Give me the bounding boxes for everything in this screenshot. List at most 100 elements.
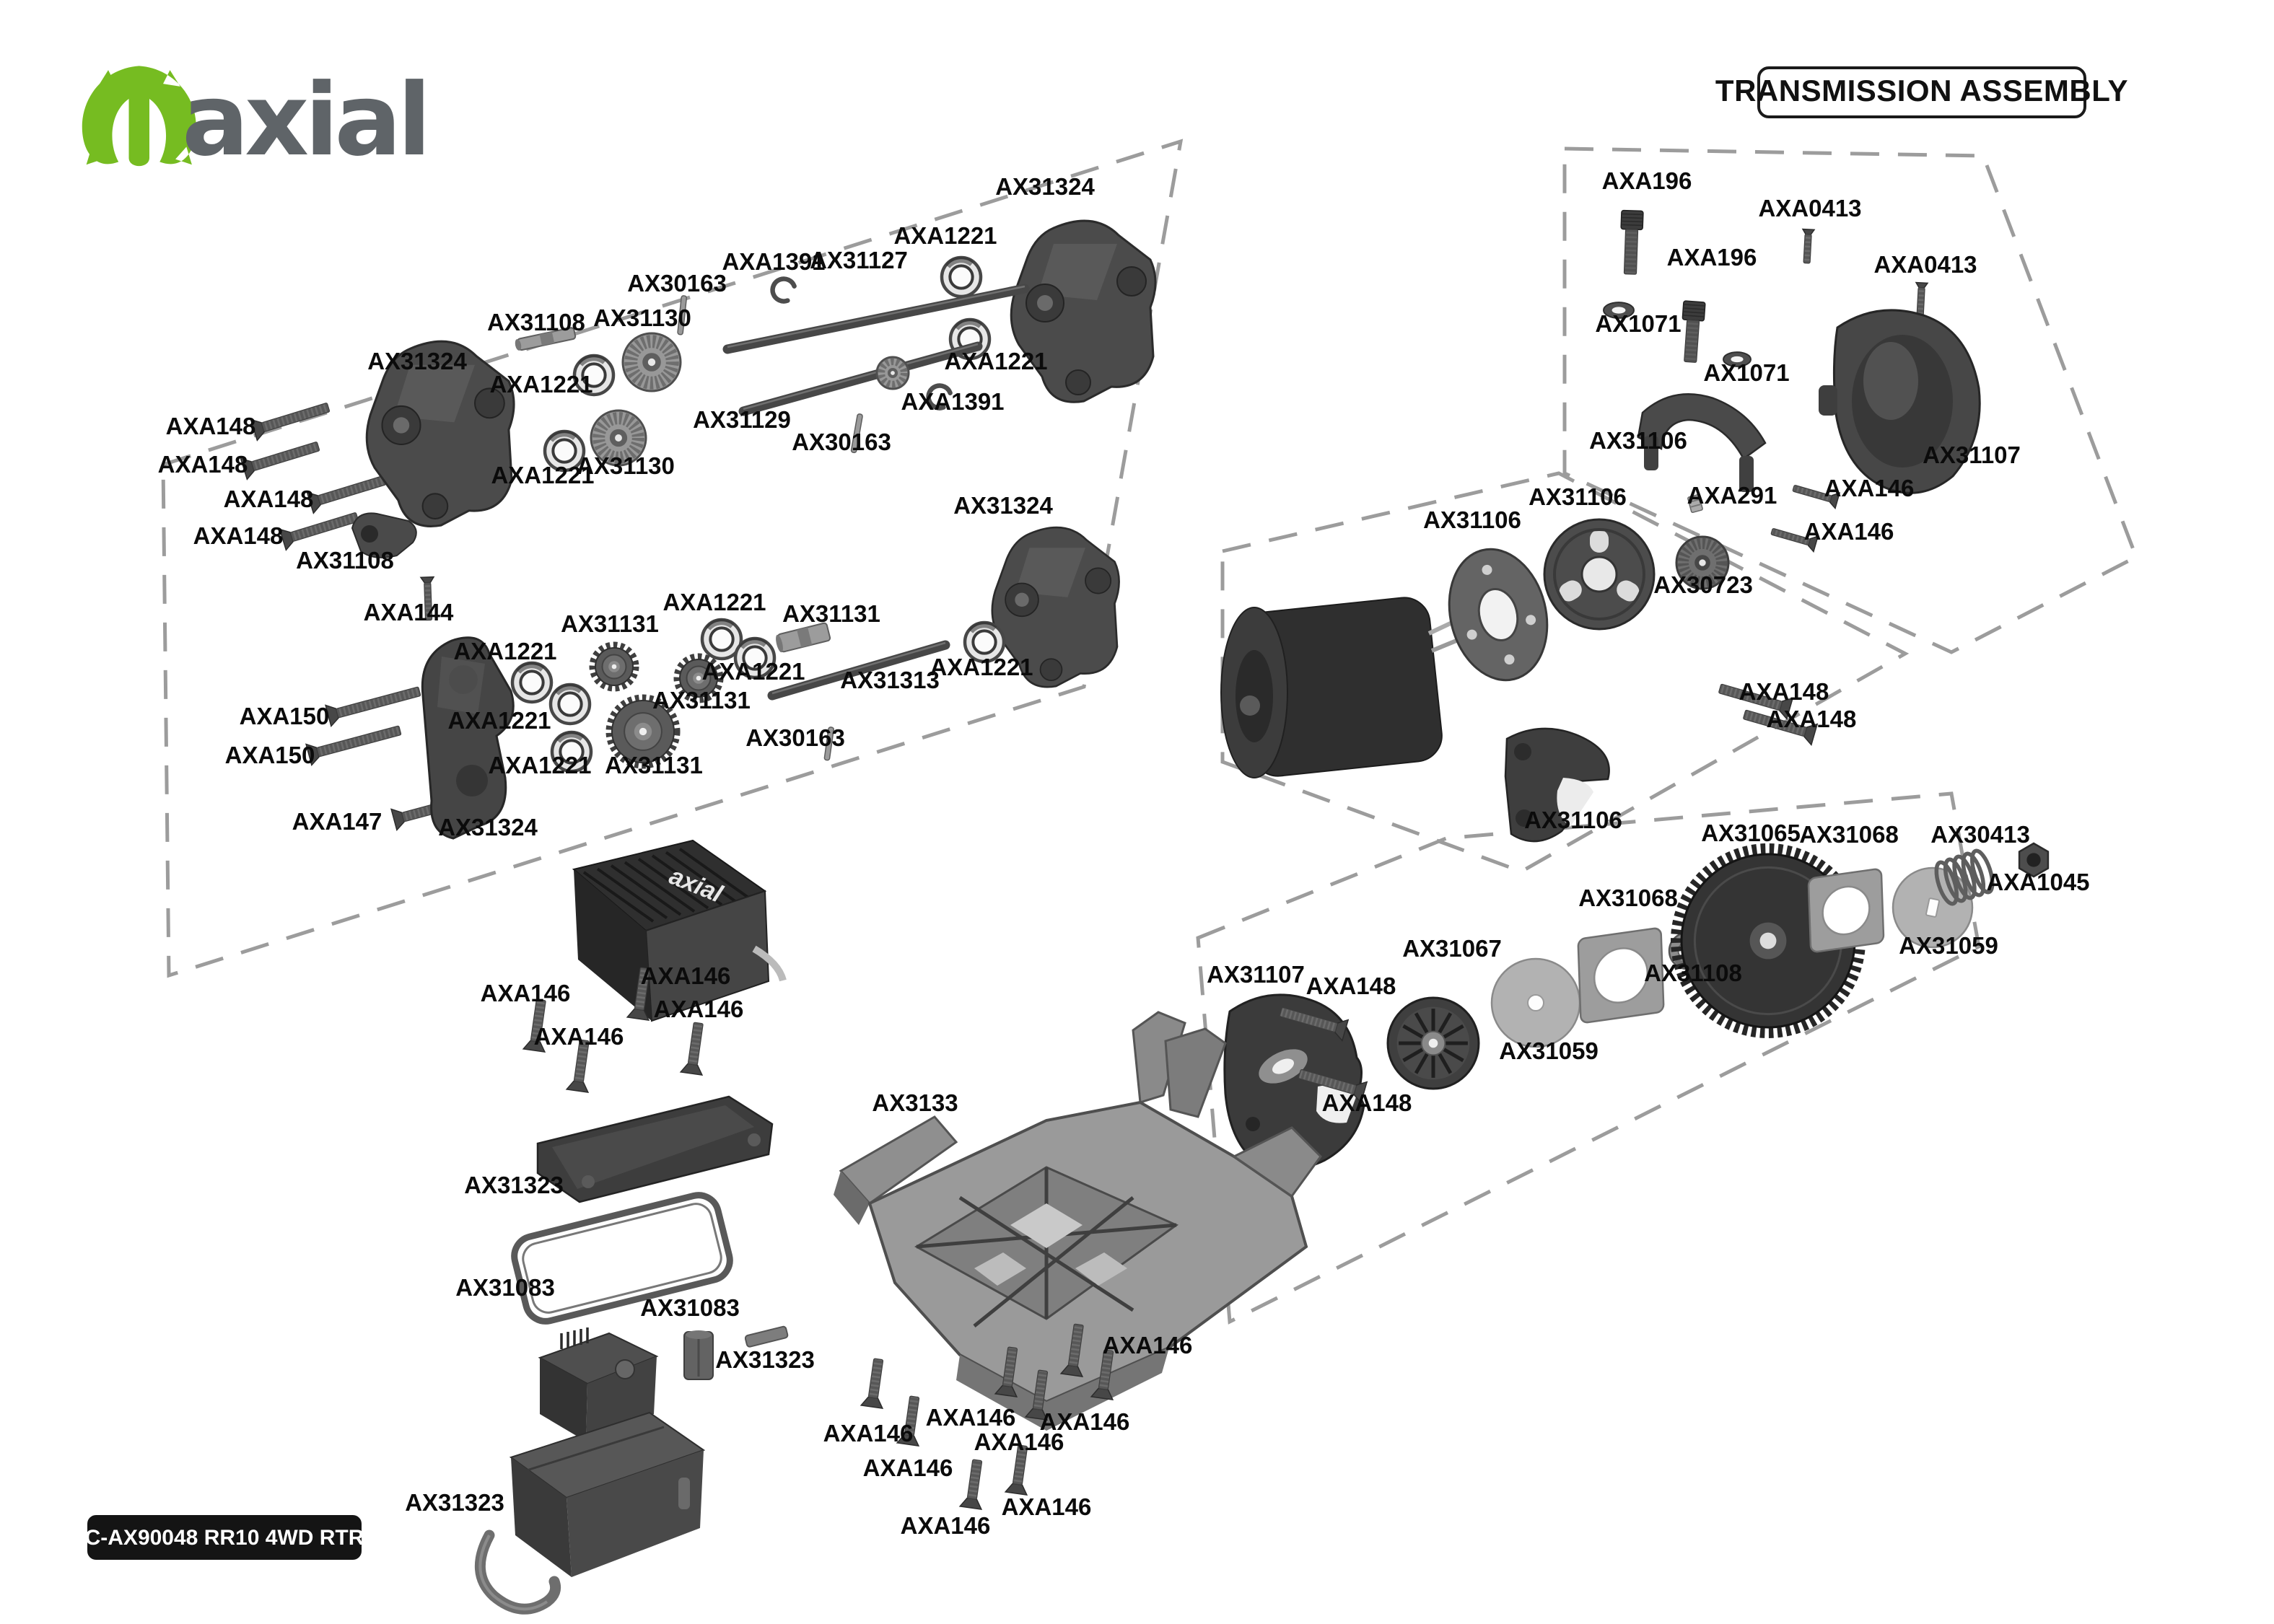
- part-AX31083: [511, 1192, 733, 1325]
- part-AX31106: [1504, 727, 1610, 843]
- part-label-AXA148: AXA148: [166, 413, 256, 439]
- part-AXA146: [626, 967, 650, 1022]
- part-AXA146: [565, 1039, 590, 1094]
- part-label-AXA146: AXA146: [926, 1404, 1016, 1431]
- part-AXA146: [958, 1459, 983, 1511]
- part-AXA148: [250, 403, 331, 442]
- part-label-AX31067: AX31067: [1402, 935, 1502, 962]
- part-label-AXA1221: AXA1221: [893, 222, 997, 249]
- part-AXA1221: [700, 618, 743, 661]
- part-label-AXA146: AXA146: [641, 962, 731, 989]
- part-label-AXA146: AXA146: [863, 1454, 953, 1481]
- part-AX31106: [1448, 548, 1549, 682]
- part-label-AX31107: AX31107: [1207, 961, 1305, 988]
- part-label-AX31131: AX31131: [782, 600, 880, 627]
- part-AX1071: [1603, 302, 1635, 319]
- part-label-AXA1221: AXA1221: [491, 462, 594, 488]
- part-label-AXA1221: AXA1221: [662, 589, 766, 615]
- part-AX31323: [475, 1529, 561, 1615]
- part-esc: axial: [572, 839, 787, 1022]
- part-label-AX31324: AX31324: [953, 492, 1053, 519]
- part-AXA1221: [543, 429, 586, 473]
- part-label-AXA1221: AXA1221: [944, 348, 1047, 374]
- part-label-AXA148: AXA148: [1739, 678, 1829, 705]
- dashed-box-shift-servo-cluster: [1562, 146, 2139, 654]
- part-label-AXA0413: AXA0413: [1873, 251, 1977, 278]
- page-title: TRANSMISSION ASSEMBLY: [1715, 74, 2128, 107]
- part-label-AX31059: AX31059: [1899, 932, 1998, 959]
- model-badge-text: C-AX90048 RR10 4WD RTR: [85, 1526, 364, 1550]
- part-label-AX1071: AX1071: [1595, 310, 1681, 337]
- part-AXA0413: [1915, 281, 1929, 317]
- part-label-AX31059: AX31059: [1499, 1037, 1599, 1064]
- part-label-AXA1221: AXA1221: [447, 707, 551, 734]
- part-label-AX30723: AX30723: [1653, 571, 1753, 598]
- part-label-AX31313: AX31313: [840, 667, 940, 693]
- part-AXA150: [325, 686, 421, 728]
- part-AX31323: [536, 1095, 774, 1203]
- part-label-AXA146: AXA146: [1824, 475, 1915, 501]
- part-label-AXA146: AXA146: [654, 996, 744, 1022]
- part-AXA148: [1718, 683, 1794, 720]
- part-label-AXA1045: AXA1045: [1986, 869, 2089, 895]
- part-AXA146: [1090, 1349, 1114, 1401]
- part-label-AX31324: AX31324: [438, 814, 538, 840]
- part-AXA146: [1004, 1444, 1028, 1496]
- part-AX31131: [605, 694, 681, 769]
- part-AX31324: [1010, 219, 1157, 403]
- part-label-AX31323: AX31323: [715, 1346, 815, 1373]
- part-label-AXA1221: AXA1221: [930, 654, 1033, 680]
- part-label-AX31323: AX31323: [464, 1172, 564, 1198]
- part-AX31059: [1490, 957, 1581, 1048]
- part-AX31059: [1892, 866, 1974, 949]
- part-AX31106: [1543, 518, 1656, 631]
- part-AX31107: [1223, 993, 1365, 1170]
- part-label-AX31323: AX31323: [405, 1489, 504, 1516]
- part-AXA1221: [510, 661, 554, 704]
- part-AX31323: [509, 1411, 706, 1577]
- part-label-AX31083: AX31083: [640, 1294, 740, 1321]
- part-label-AXA150: AXA150: [225, 742, 315, 768]
- part-label-AX30413: AX30413: [1930, 821, 2030, 848]
- part-label-AX31106: AX31106: [1423, 506, 1521, 533]
- title-box: TRANSMISSION ASSEMBLY: [1715, 66, 2128, 118]
- part-label-AX31131: AX31131: [605, 752, 703, 778]
- part-AX31131: [673, 653, 724, 703]
- axial-logo-wordmark: axial: [182, 62, 427, 178]
- part-label-AX31131: AX31131: [652, 687, 751, 714]
- part-label-AXA1221: AXA1221: [489, 371, 592, 398]
- part-AXA144: [419, 576, 435, 621]
- part-AXA148: [1279, 1007, 1350, 1042]
- part-AX31129: [738, 341, 983, 416]
- part-label-AXA1221: AXA1221: [701, 658, 805, 685]
- dashed-box-transmission-cluster: [161, 139, 1184, 978]
- part-AX31130: [621, 332, 682, 392]
- part-AX31108: [351, 512, 417, 558]
- part-label-AX31106: AX31106: [1524, 807, 1622, 833]
- part-label-AX31106: AX31106: [1589, 427, 1687, 454]
- axial-logo: axial: [82, 62, 432, 178]
- part-AXA148: [240, 442, 320, 480]
- part-label-AXA148: AXA148: [224, 486, 314, 512]
- part-AXA148: [306, 475, 387, 514]
- part-AX31131: [589, 641, 639, 692]
- part-label-AX31108: AX31108: [1644, 960, 1742, 986]
- part-label-AXA150: AXA150: [240, 703, 330, 729]
- part-AXA1045: [2018, 842, 2050, 878]
- part-motor: [1220, 597, 1458, 778]
- part-AXA146: [994, 1346, 1018, 1398]
- part-label-AX31106: AX31106: [1529, 483, 1627, 510]
- part-AXA148: [1298, 1069, 1368, 1104]
- part-label-AXA0413: AXA0413: [1758, 195, 1861, 221]
- part-label-AX31131: AX31131: [561, 610, 659, 637]
- part-AX31129: [875, 356, 910, 390]
- part-label-AXA148: AXA148: [1322, 1089, 1412, 1116]
- part-AX30163: [677, 295, 688, 335]
- exploded-parts: axial: [240, 209, 2050, 1615]
- part-AXA148: [1743, 709, 1819, 746]
- part-AXA1221: [733, 636, 777, 680]
- part-label-AXA1221: AXA1221: [488, 752, 591, 778]
- part-AX30413: [1934, 848, 1995, 906]
- dashed-box-motor-cluster: [1220, 471, 1910, 874]
